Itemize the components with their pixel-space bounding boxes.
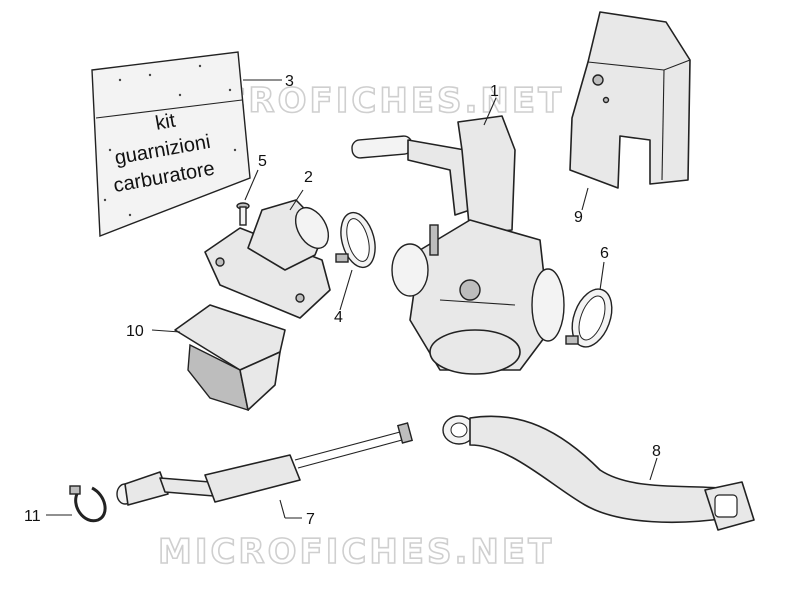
callout-11: 11 — [24, 508, 41, 525]
hose-clamp-left — [335, 211, 376, 269]
callout-7: 7 — [306, 511, 315, 528]
callout-6: 6 — [600, 245, 609, 262]
callout-4: 4 — [334, 309, 343, 326]
callout-2: 2 — [304, 169, 313, 186]
bag-label-line-1: kit — [154, 110, 178, 135]
fuel-pipe — [116, 422, 414, 506]
intake-manifold — [204, 199, 331, 319]
hose-clamp-right — [565, 288, 613, 348]
leader-lines — [46, 79, 658, 519]
callout-5: 5 — [258, 153, 267, 170]
callout-10: 10 — [126, 323, 144, 340]
screw — [236, 202, 250, 226]
callout-3: 3 — [285, 73, 294, 90]
callout-1: 1 — [490, 83, 499, 100]
carburetor-cover — [569, 11, 691, 189]
small-clamp — [69, 485, 107, 523]
reed-valve — [174, 304, 286, 412]
callout-8: 8 — [652, 443, 661, 460]
carburetor — [351, 115, 565, 375]
intake-hose — [442, 415, 755, 531]
callout-9: 9 — [574, 209, 583, 226]
watermark-bottom: MICROFICHES.NET — [158, 532, 554, 572]
gasket-kit-bag: kit guarnizioni carburatore — [91, 51, 251, 238]
